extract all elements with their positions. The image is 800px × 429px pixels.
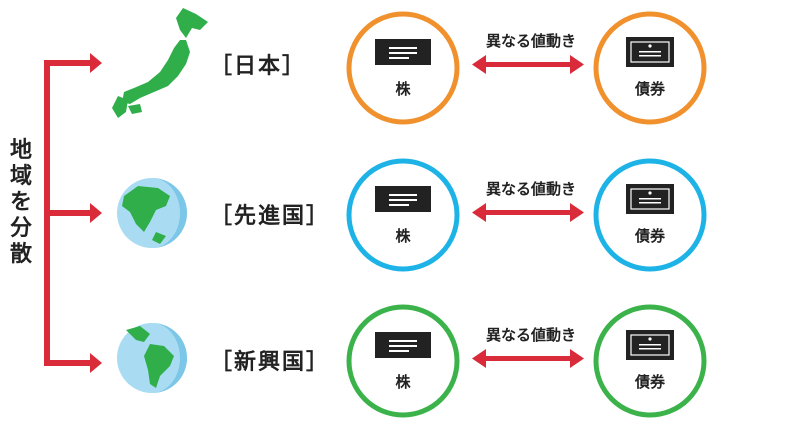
stock-circle-developed <box>346 158 460 272</box>
globe-south-america-icon <box>117 323 187 393</box>
bracket-arrows <box>44 53 102 373</box>
bond-label-developed: 債券 <box>634 227 665 245</box>
asset-circles <box>346 11 707 418</box>
japan-map-icon <box>112 8 208 118</box>
globe-north-america-icon <box>117 178 187 248</box>
bond-circle-emerging <box>593 304 707 418</box>
side-label-char: 分 <box>9 216 32 241</box>
double-arrow-emerging <box>472 349 584 368</box>
region-label-developed: ［先進国］ <box>210 204 331 229</box>
relation-label-emerging: 異なる値動き <box>485 326 576 344</box>
bond-certificate-icons <box>626 37 674 360</box>
stock-certificate-icon <box>375 186 431 212</box>
bracket-arrow-developed <box>44 210 90 216</box>
relation-label-japan: 異なる値動き <box>485 32 576 50</box>
stock-label-developed: 株 <box>395 227 411 245</box>
bond-circle-developed <box>593 158 707 272</box>
bond-circle-japan <box>593 11 707 125</box>
bracket-arrow-emerging <box>44 360 90 366</box>
region-label-japan: ［日本］ <box>210 54 307 79</box>
bond-label-japan: 債券 <box>634 80 665 98</box>
region-label-emerging: ［新興国］ <box>210 350 331 375</box>
bracket-arrow-japan <box>44 60 90 66</box>
stock-certificate-icons <box>375 39 431 358</box>
stock-certificate-icon <box>375 332 431 358</box>
relation-label-developed: 異なる値動き <box>485 180 576 198</box>
stock-circle-japan <box>346 11 460 125</box>
bond-label-emerging: 債券 <box>634 373 665 391</box>
bond-certificate-icon <box>626 184 674 214</box>
side-label-char: を <box>9 190 32 215</box>
double-arrow-developed <box>472 203 584 222</box>
double-arrow-japan <box>472 55 584 74</box>
stock-certificate-icon <box>375 39 431 65</box>
stock-label-emerging: 株 <box>395 373 411 391</box>
side-label-char: 域 <box>9 164 32 189</box>
bond-certificate-icon <box>626 37 674 67</box>
side-label-char: 散 <box>9 242 32 267</box>
side-label: 地 域 を 分 散 <box>4 138 38 268</box>
stock-label-japan: 株 <box>395 80 411 98</box>
bond-certificate-icon <box>626 330 674 360</box>
side-label-char: 地 <box>9 138 32 163</box>
double-arrows <box>472 55 584 368</box>
stock-circle-emerging <box>346 304 460 418</box>
